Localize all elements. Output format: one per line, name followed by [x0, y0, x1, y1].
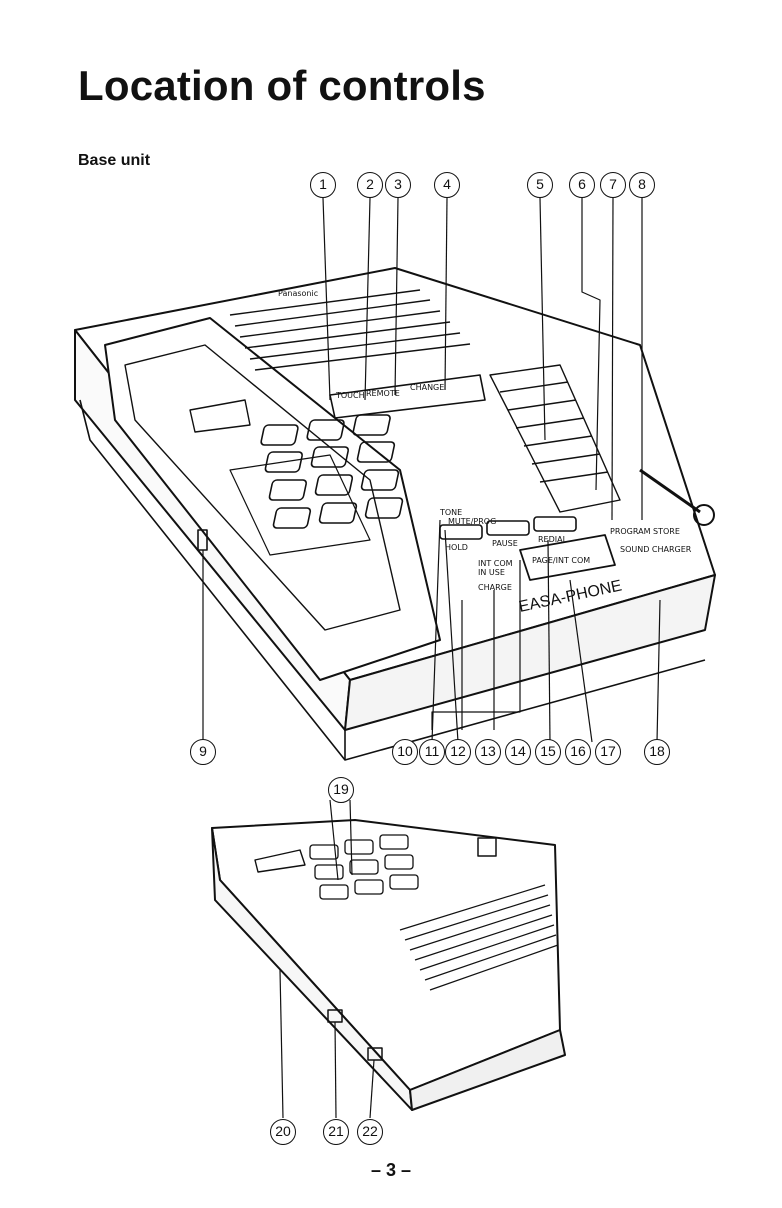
- pause-label: PAUSE: [492, 539, 518, 548]
- tone-label: TONE: [439, 508, 462, 517]
- callout-3: 3: [385, 172, 411, 198]
- callout-19: 19: [328, 777, 354, 803]
- callout-12: 12: [445, 739, 471, 765]
- callout-22: 22: [357, 1119, 383, 1145]
- in-use-label: IN USE: [478, 568, 505, 577]
- page-intcom-label: PAGE/INT COM: [532, 556, 590, 565]
- hold-label: HOLD: [445, 543, 468, 552]
- callout-13: 13: [475, 739, 501, 765]
- callout-10: 10: [392, 739, 418, 765]
- callout-8: 8: [629, 172, 655, 198]
- rear-view-illustration: [212, 800, 565, 1118]
- callout-20: 20: [270, 1119, 296, 1145]
- remote-label: REMOTE: [366, 389, 400, 398]
- callout-14: 14: [505, 739, 531, 765]
- callout-11: 11: [419, 739, 445, 765]
- program-store-label: PROGRAM STORE: [610, 527, 680, 536]
- brand-label: Panasonic: [278, 289, 318, 298]
- mute-prog-label: MUTE/PROG: [448, 517, 496, 526]
- callout-9: 9: [190, 739, 216, 765]
- callout-21: 21: [323, 1119, 349, 1145]
- callout-17: 17: [595, 739, 621, 765]
- page-number: – 3 –: [0, 1160, 782, 1181]
- callout-7: 7: [600, 172, 626, 198]
- callout-2: 2: [357, 172, 383, 198]
- callout-16: 16: [565, 739, 591, 765]
- touch-label: TOUCH: [335, 391, 365, 400]
- charge-label: CHARGE: [478, 583, 512, 592]
- change-label: CHANGE: [410, 383, 444, 392]
- callout-1: 1: [310, 172, 336, 198]
- callout-6: 6: [569, 172, 595, 198]
- int-com-label: INT COM: [478, 559, 513, 568]
- callout-15: 15: [535, 739, 561, 765]
- callout-4: 4: [434, 172, 460, 198]
- sound-charger-label: SOUND CHARGER: [620, 545, 692, 554]
- redial-label: REDIAL: [538, 535, 568, 544]
- callout-18: 18: [644, 739, 670, 765]
- callout-5: 5: [527, 172, 553, 198]
